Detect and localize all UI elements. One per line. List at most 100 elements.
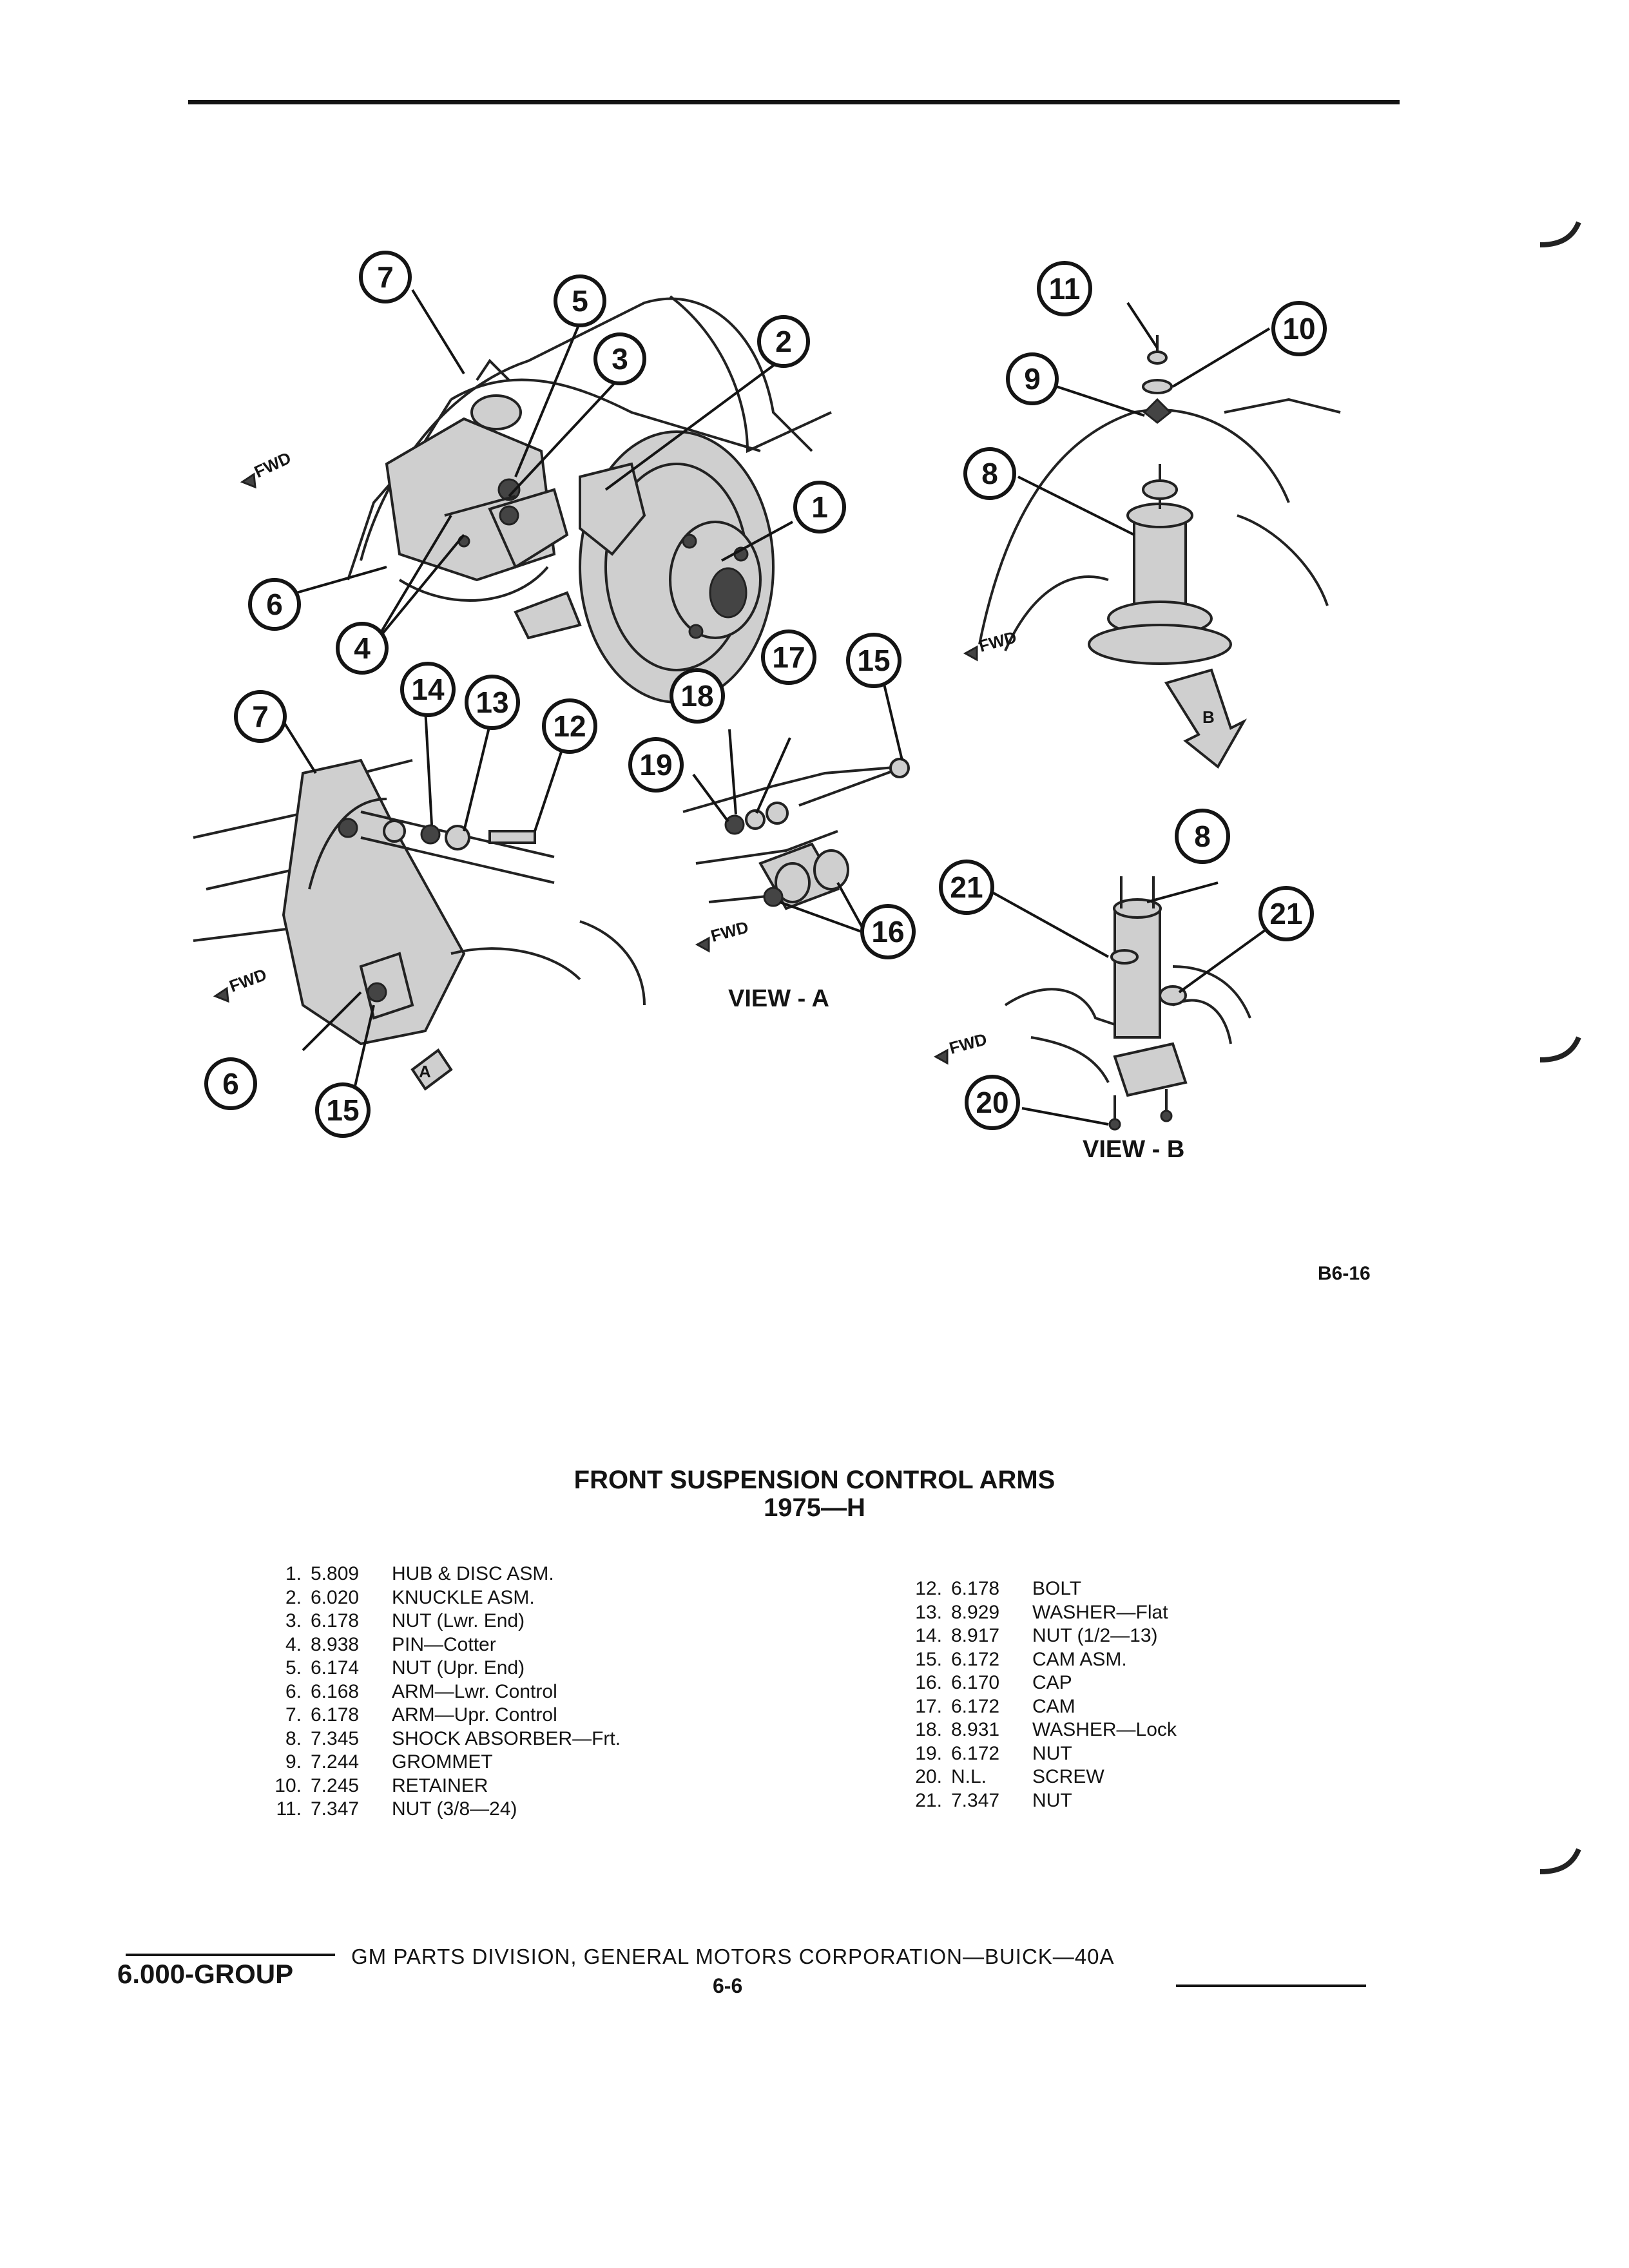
callout-5: 5 xyxy=(554,274,606,327)
shock-absorber-upper-illustration: FWD B xyxy=(963,335,1341,769)
callout-8-upper: 8 xyxy=(963,447,1016,500)
callout-19: 19 xyxy=(628,737,684,793)
callout-13: 13 xyxy=(465,675,520,730)
lower-control-arm-illustration: FWD A xyxy=(193,758,646,1091)
callout-16: 16 xyxy=(860,904,916,959)
page-title: FRONT SUSPENSION CONTROL ARMS xyxy=(574,1466,1055,1494)
svg-text:18: 18 xyxy=(680,679,713,713)
svg-text:13: 13 xyxy=(476,686,508,719)
svg-text:11: 11 xyxy=(1049,272,1081,305)
svg-text:6: 6 xyxy=(222,1067,239,1100)
callout-10: 10 xyxy=(1271,301,1327,356)
svg-text:19: 19 xyxy=(639,748,672,782)
footer-page-number: 6-6 xyxy=(713,1974,743,1997)
svg-text:2: 2 xyxy=(775,325,792,358)
svg-text:15: 15 xyxy=(326,1093,359,1127)
callout-2: 2 xyxy=(757,315,810,368)
leader-lines xyxy=(282,289,1287,1126)
view-a-cam-illustration: FWD VIEW - A xyxy=(682,758,910,1012)
callout-6-main: 6 xyxy=(248,578,301,631)
figure-id: B6-16 xyxy=(1318,1263,1371,1284)
callout-11: 11 xyxy=(1037,261,1092,316)
svg-text:9: 9 xyxy=(1024,362,1041,396)
callout-4: 4 xyxy=(336,622,389,675)
callout-14: 14 xyxy=(400,662,456,717)
svg-text:7: 7 xyxy=(252,700,269,733)
footer-rule-left xyxy=(126,1954,335,1956)
svg-text:12: 12 xyxy=(553,709,586,743)
list-item: 20.N.L.SCREW xyxy=(915,1766,1104,1787)
svg-text:10: 10 xyxy=(1282,312,1315,345)
svg-text:17: 17 xyxy=(772,640,805,674)
svg-text:8: 8 xyxy=(981,457,998,490)
page-subtitle: 1975—H xyxy=(764,1494,865,1522)
callout-20: 20 xyxy=(965,1075,1020,1130)
view-b-label: VIEW - B xyxy=(1083,1136,1184,1163)
svg-text:20: 20 xyxy=(976,1086,1008,1119)
callout-15-lower: 15 xyxy=(315,1082,371,1138)
callout-15-view-a: 15 xyxy=(846,633,901,688)
footer-rule-right xyxy=(1176,1984,1366,1987)
svg-text:3: 3 xyxy=(612,342,628,376)
top-rule xyxy=(188,100,1400,104)
svg-text:21: 21 xyxy=(1269,897,1302,930)
svg-text:7: 7 xyxy=(377,260,394,294)
svg-text:6: 6 xyxy=(266,588,283,621)
callout-18: 18 xyxy=(670,668,725,724)
callout-7-lower: 7 xyxy=(234,690,287,743)
callout-21-right: 21 xyxy=(1258,886,1314,941)
svg-text:14: 14 xyxy=(411,673,445,706)
callout-9: 9 xyxy=(1006,352,1059,405)
svg-text:5: 5 xyxy=(572,284,588,318)
footer-group: 6.000-GROUP xyxy=(117,1959,294,1989)
callout-6-lower: 6 xyxy=(204,1057,257,1110)
footer-publisher: GM PARTS DIVISION, GENERAL MOTORS CORPOR… xyxy=(351,1945,1115,1968)
fwd-label-lower: FWD xyxy=(227,965,269,995)
view-b-marker: B xyxy=(1202,707,1215,727)
svg-text:8: 8 xyxy=(1194,820,1211,853)
fwd-label-view-a: FWD xyxy=(709,917,751,945)
view-a-label: VIEW - A xyxy=(728,985,829,1012)
svg-text:1: 1 xyxy=(811,490,828,524)
fwd-label-view-b: FWD xyxy=(947,1029,989,1057)
callout-17: 17 xyxy=(761,629,816,685)
fwd-label-main: FWD xyxy=(251,448,294,481)
view-a-marker: A xyxy=(419,1062,431,1081)
binder-mark-3 xyxy=(1539,1848,1581,1874)
callout-12: 12 xyxy=(542,698,597,754)
callout-7-main: 7 xyxy=(359,251,412,303)
callout-3: 3 xyxy=(593,332,646,385)
svg-text:16: 16 xyxy=(871,915,904,948)
binder-mark-1 xyxy=(1539,221,1581,247)
callout-8-view-b: 8 xyxy=(1175,809,1230,864)
main-assembly-illustration: FWD xyxy=(240,295,832,704)
svg-text:21: 21 xyxy=(950,870,983,904)
callout-1: 1 xyxy=(793,481,846,533)
svg-text:15: 15 xyxy=(857,644,890,677)
binder-mark-2 xyxy=(1539,1036,1581,1062)
svg-text:4: 4 xyxy=(354,631,371,665)
